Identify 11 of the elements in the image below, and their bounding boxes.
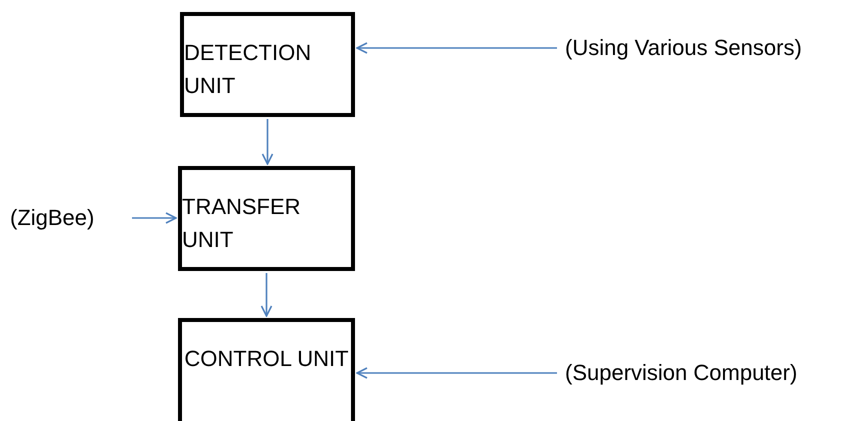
note-text: (Using Various Sensors)	[565, 34, 802, 62]
process-box: TRANSFER UNIT	[178, 166, 355, 271]
note-text: (ZigBee)	[10, 204, 94, 232]
arrow	[262, 119, 274, 165]
arrow	[356, 42, 557, 54]
note-text: (Supervision Computer)	[565, 359, 798, 387]
process-box: DETECTION UNIT	[180, 12, 355, 117]
arrow	[260, 273, 272, 317]
arrow	[356, 367, 557, 379]
arrow	[132, 212, 177, 224]
process-box: CONTROL UNIT	[178, 318, 355, 421]
